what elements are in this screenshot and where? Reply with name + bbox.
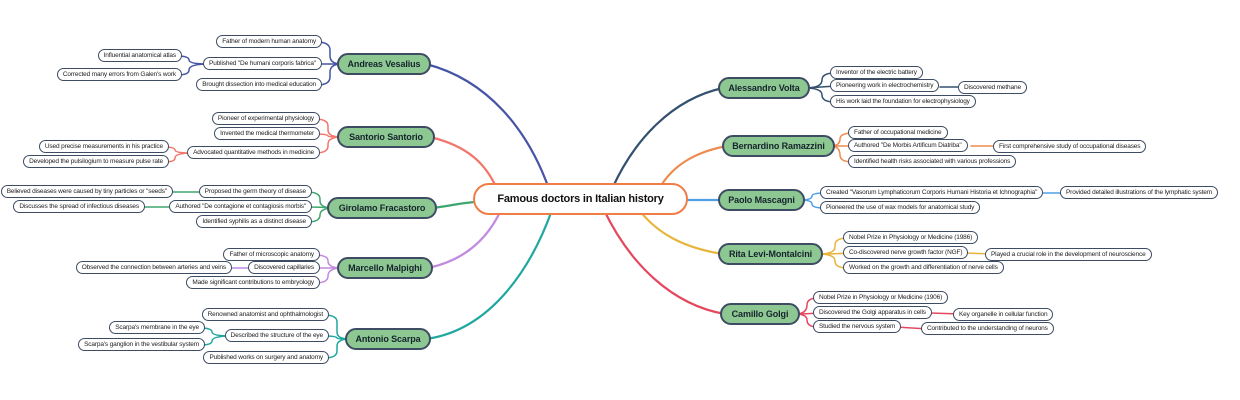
- sub-connector: [176, 63, 209, 76]
- subtopic[interactable]: Inventor of the electric battery: [830, 66, 923, 79]
- branch-connector-santorio: [428, 135, 499, 191]
- subtopic[interactable]: Used precise measurements in his practic…: [38, 140, 169, 153]
- subtopic[interactable]: Discovered methane: [958, 81, 1027, 94]
- subtopic[interactable]: Authored "De contagione et contagiosis m…: [169, 200, 312, 213]
- subtopic[interactable]: Described the structure of the eye: [224, 329, 329, 342]
- subtopic[interactable]: Co-discovered nerve growth factor (NGF): [843, 246, 969, 259]
- sub-connector: [316, 63, 343, 86]
- subtopic[interactable]: Father of occupational medicine: [848, 126, 948, 139]
- subtopic[interactable]: Identified health risks associated with …: [848, 155, 1017, 168]
- sub-connector: [817, 253, 849, 269]
- subtopic[interactable]: Father of modern human anatomy: [216, 35, 322, 48]
- sub-connector: [323, 338, 351, 359]
- branch-connector-ramazzini: [657, 144, 729, 191]
- sub-connector: [314, 136, 343, 154]
- topic-santorio-santorio[interactable]: Santorio Santorio: [337, 126, 435, 148]
- subtopic[interactable]: First comprehensive study of occupationa…: [993, 140, 1147, 153]
- sub-connector: [804, 87, 836, 103]
- subtopic[interactable]: Contributed to the understanding of neur…: [921, 322, 1054, 335]
- subtopic[interactable]: Scarpa's membrane in the eye: [109, 321, 205, 334]
- subtopic[interactable]: Created "Vasorum Lymphaticorum Corporis …: [820, 186, 1044, 199]
- sub-connector: [316, 41, 343, 65]
- subtopic[interactable]: Played a crucial role in the development…: [985, 248, 1152, 261]
- sub-connector: [799, 199, 826, 209]
- sub-connector: [163, 152, 193, 163]
- topic-andreas-vesalius[interactable]: Andreas Vesalius: [337, 53, 431, 75]
- topic-girolamo-fracastoro[interactable]: Girolamo Fracastoro: [327, 197, 437, 219]
- sub-connector: [199, 327, 233, 337]
- subtopic[interactable]: Pioneering work in electrochemistry: [830, 79, 940, 92]
- topic-rita-levi-montalcini[interactable]: Rita Levi-Montalcini: [718, 243, 823, 265]
- topic-bernardino-ramazzini[interactable]: Bernardino Ramazzini: [722, 135, 835, 157]
- subtopic[interactable]: Discusses the spread of infectious disea…: [13, 200, 145, 213]
- subtopic[interactable]: Authored "De Morbis Artificum Diatriba": [848, 139, 968, 152]
- subtopic[interactable]: Pioneered the use of wax models for anat…: [820, 201, 981, 214]
- sub-connector: [314, 267, 343, 284]
- topic-camillo-golgi[interactable]: Camillo Golgi: [720, 303, 800, 325]
- branch-connector-rita: [637, 208, 725, 256]
- subtopic[interactable]: Key organelle in cellular function: [953, 308, 1054, 321]
- subtopic[interactable]: Advocated quantitative methods in medici…: [187, 146, 320, 159]
- subtopic[interactable]: Identified syphilis as a distinct diseas…: [196, 215, 312, 228]
- sub-connector: [199, 335, 233, 346]
- topic-marcello-malpighi[interactable]: Marcello Malpighi: [337, 257, 433, 279]
- sub-connector: [176, 55, 209, 65]
- branch-connector-volta: [610, 86, 725, 191]
- subtopic[interactable]: Provided detailed illustrations of the l…: [1060, 186, 1219, 199]
- subtopic[interactable]: Renowned anatomist and ophthalmologist: [201, 308, 329, 321]
- subtopic[interactable]: Believed diseases were caused by tiny pa…: [0, 185, 173, 198]
- subtopic[interactable]: Brought dissection into medical educatio…: [196, 78, 322, 91]
- branch-connector-scarpa: [424, 208, 554, 341]
- subtopic[interactable]: Discovered the Golgi apparatus in cells: [813, 306, 932, 319]
- subtopic[interactable]: Proposed the germ theory of disease: [198, 185, 312, 198]
- subtopic[interactable]: Published "De humani corporis fabrica": [203, 57, 322, 70]
- subtopic[interactable]: Scarpa's ganglion in the vestibular syst…: [78, 338, 205, 351]
- subtopic[interactable]: Pioneer of experimental physiology: [211, 112, 320, 125]
- branch-connector-golgi: [602, 208, 727, 316]
- subtopic[interactable]: Observed the connection between arteries…: [75, 261, 232, 274]
- branch-connector-fracastoro: [430, 200, 481, 210]
- subtopic[interactable]: Nobel Prize in Physiology or Medicine (1…: [813, 291, 949, 304]
- sub-connector: [794, 313, 819, 328]
- subtopic[interactable]: Influential anatomical atlas: [97, 49, 182, 62]
- subtopic[interactable]: Corrected many errors from Galen's work: [56, 68, 182, 81]
- topic-alessandro-volta[interactable]: Alessandro Volta: [718, 77, 810, 99]
- topic-antonio-scarpa[interactable]: Antonio Scarpa: [345, 328, 431, 350]
- subtopic[interactable]: Developed the pulsilogium to measure pul…: [23, 155, 169, 168]
- branch-connector-malpighi: [426, 208, 503, 270]
- subtopic[interactable]: Invented the medical thermometer: [214, 127, 320, 140]
- subtopic[interactable]: Nobel Prize in Physiology or Medicine (1…: [843, 231, 979, 244]
- subtopic[interactable]: Studied the nervous system: [813, 320, 902, 333]
- subtopic[interactable]: Father of microscopic anatomy: [223, 248, 320, 261]
- branch-connector-vesalius: [424, 62, 551, 191]
- subtopic[interactable]: Worked on the growth and differentiation…: [843, 261, 1004, 274]
- central-topic[interactable]: Famous doctors in Italian history: [473, 183, 688, 215]
- subtopic[interactable]: His work laid the foundation for electro…: [830, 95, 976, 108]
- subtopic[interactable]: Discovered capillaries: [248, 261, 320, 274]
- topic-paolo-mascagni[interactable]: Paolo Mascagni: [718, 189, 805, 211]
- subtopic[interactable]: Published works on surgery and anatomy: [203, 351, 329, 364]
- subtopic[interactable]: Made significant contributions to embryo…: [186, 276, 320, 289]
